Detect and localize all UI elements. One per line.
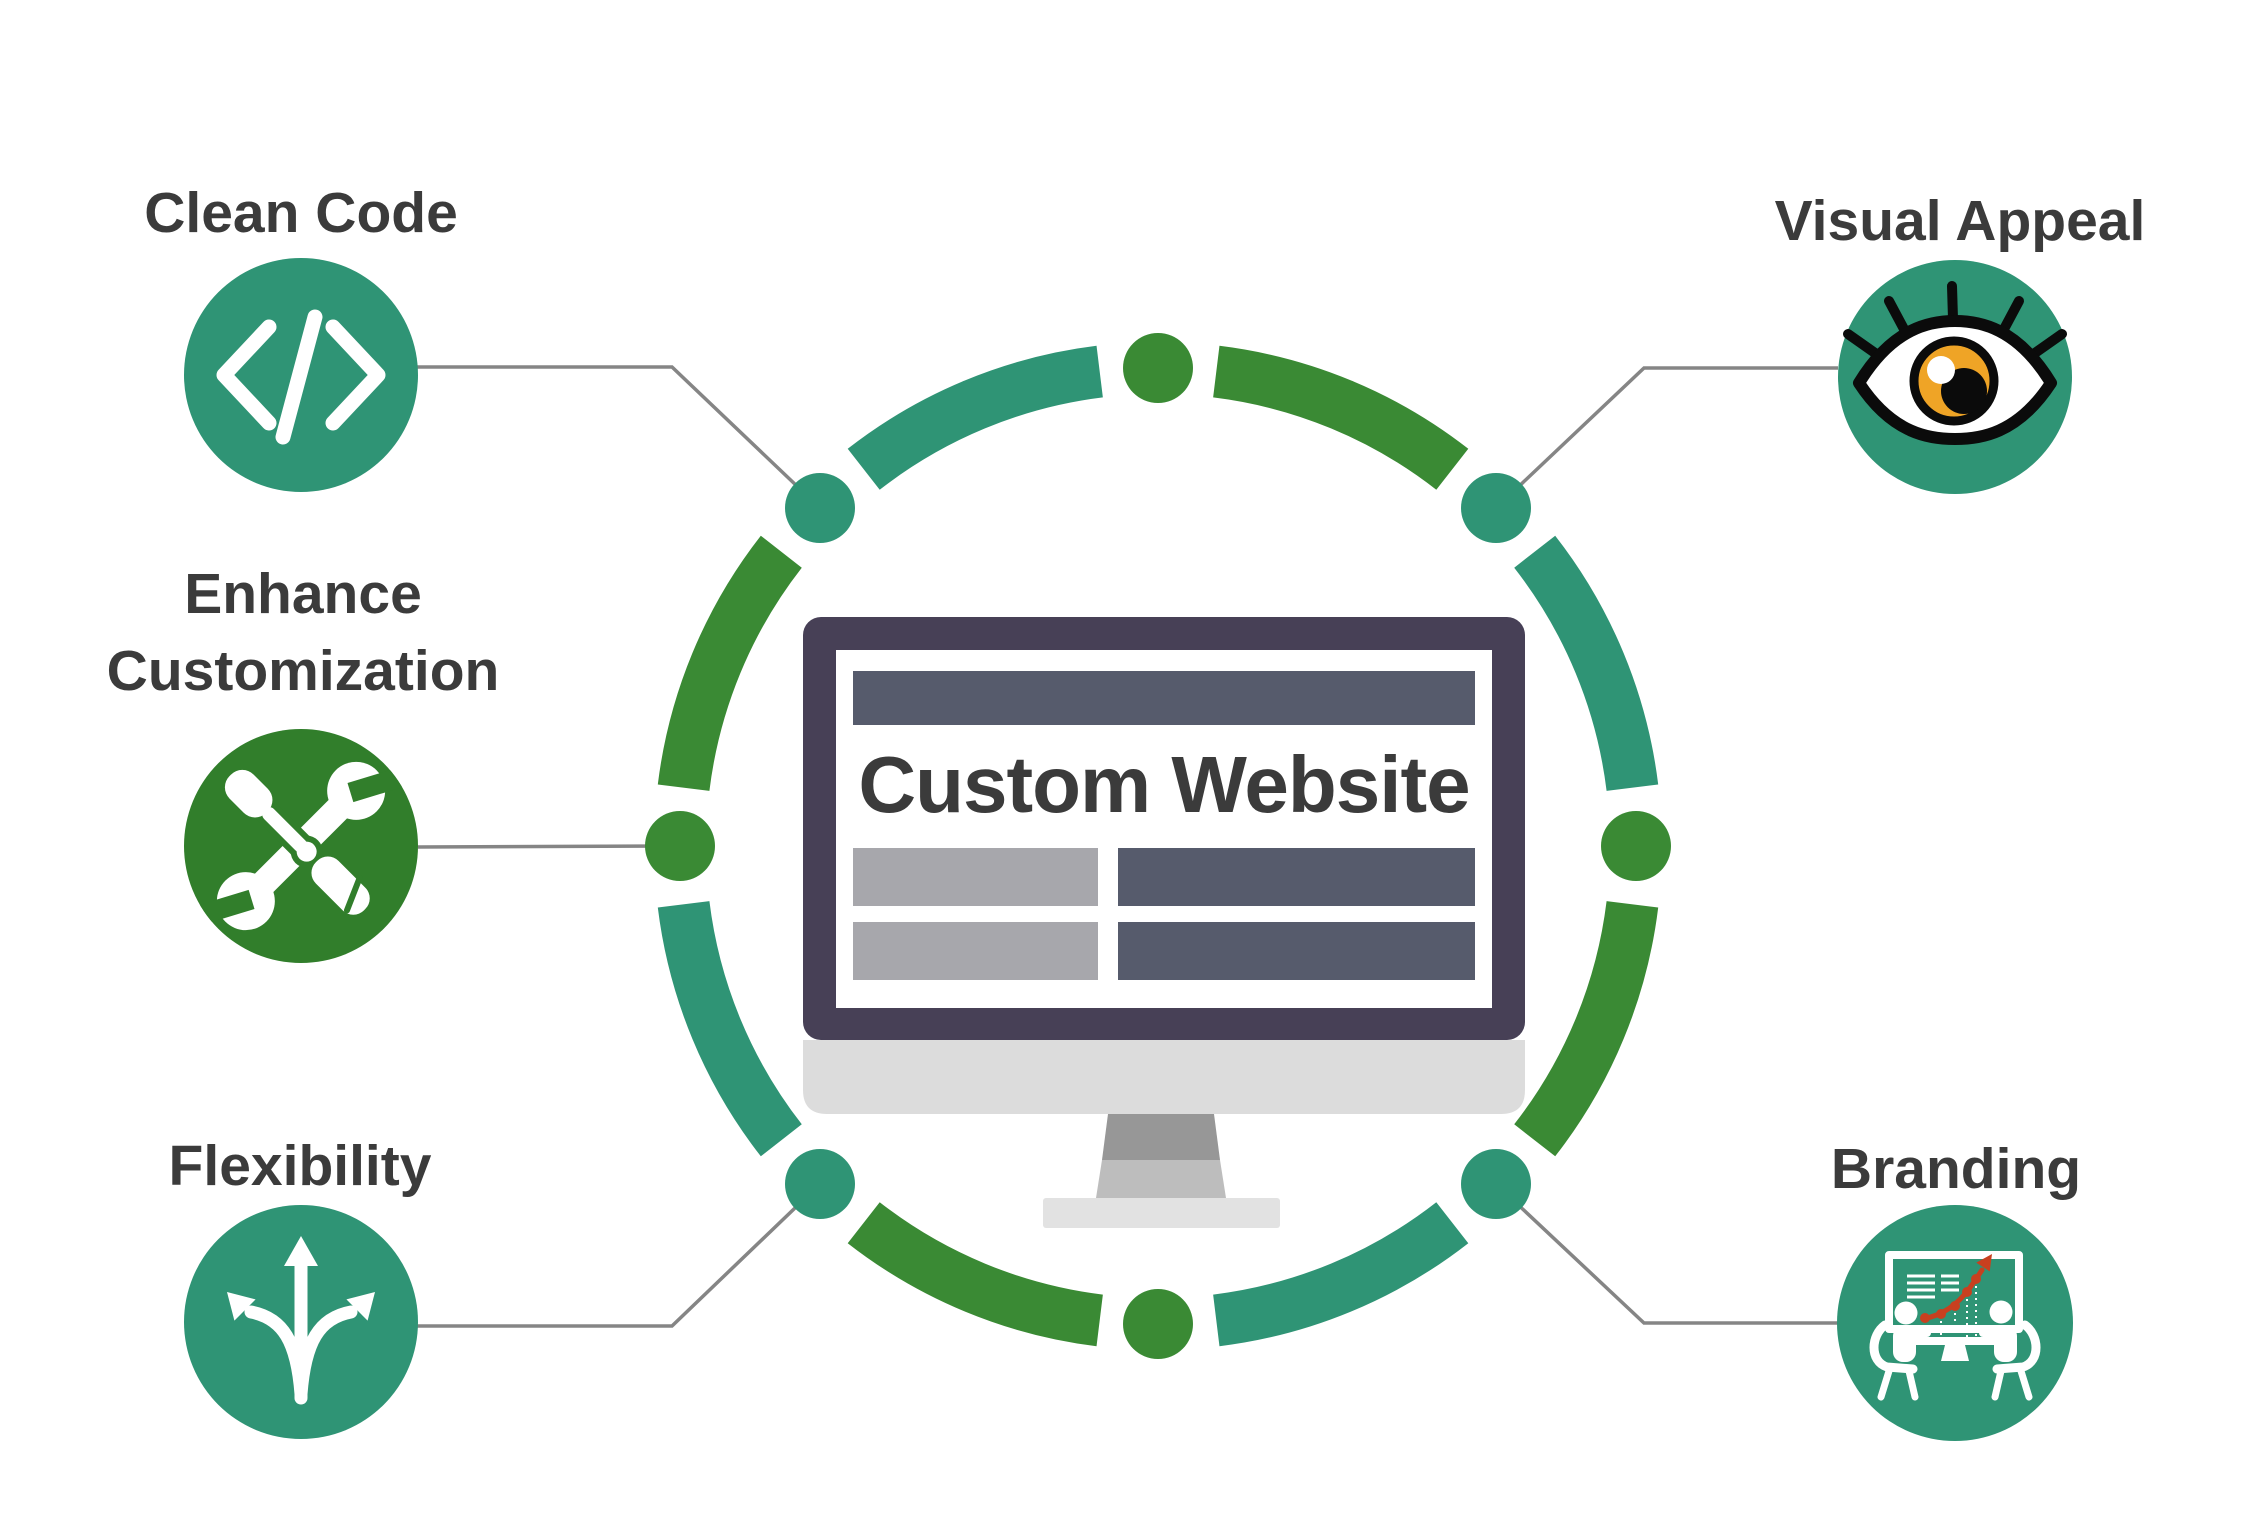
ring-dot bbox=[1601, 811, 1671, 881]
connector-line-branding bbox=[1494, 1182, 1838, 1325]
monitor-header-bar bbox=[853, 671, 1475, 725]
feature-label-visual-appeal: Visual Appeal bbox=[1775, 189, 2146, 253]
feature-flexibility: Flexibility bbox=[169, 1134, 432, 1439]
ring-arc bbox=[1212, 345, 1469, 490]
connector-line-customization bbox=[417, 844, 681, 849]
branching-arrows-icon bbox=[227, 1236, 375, 1405]
ring-dot bbox=[1123, 333, 1193, 403]
feature-clean-code: Clean Code bbox=[144, 181, 458, 492]
ring-dot bbox=[1461, 473, 1531, 543]
monitor-chin bbox=[803, 1040, 1525, 1114]
feature-label-flexibility: Flexibility bbox=[169, 1134, 432, 1198]
ring-arc bbox=[657, 535, 802, 792]
ring-dot bbox=[785, 473, 855, 543]
connector-line-flexibility bbox=[417, 1182, 822, 1328]
connector-line-clean-code bbox=[417, 365, 822, 510]
feature-label-enhance: Enhance bbox=[184, 562, 422, 626]
feature-label-clean-code: Clean Code bbox=[144, 181, 458, 245]
monitor-stand-neck-lower bbox=[1096, 1160, 1226, 1198]
code-brackets-icon bbox=[216, 309, 386, 445]
content-block-right-2 bbox=[1118, 922, 1475, 980]
ring-arc bbox=[1514, 535, 1659, 792]
monitor-stand-neck-upper bbox=[1102, 1114, 1220, 1160]
connector-line-visual-appeal bbox=[1494, 366, 1838, 510]
ring-dot bbox=[645, 811, 715, 881]
feature-visual-appeal: Visual Appeal bbox=[1775, 189, 2146, 494]
content-block-left-2 bbox=[853, 922, 1098, 980]
monitor-title: Custom Website bbox=[858, 740, 1469, 829]
monitor-stand-base bbox=[1043, 1198, 1280, 1228]
feature-branding: Branding bbox=[1831, 1137, 2081, 1441]
feature-label-customization: Customization bbox=[107, 639, 500, 703]
ring-arc bbox=[1514, 900, 1659, 1157]
ring-arc bbox=[657, 900, 802, 1157]
feature-label-branding: Branding bbox=[1831, 1137, 2081, 1201]
branding-icon-circle bbox=[1837, 1205, 2073, 1441]
content-block-right-1 bbox=[1118, 848, 1475, 906]
ring-dot bbox=[785, 1149, 855, 1219]
ring-arc bbox=[847, 345, 1104, 490]
ring-arc bbox=[847, 1202, 1104, 1347]
monitor-illustration: Custom Website bbox=[803, 617, 1525, 1228]
ring-dot bbox=[1461, 1149, 1531, 1219]
ring-dot bbox=[1123, 1289, 1193, 1359]
connector-lines bbox=[417, 365, 1838, 1328]
content-block-left-1 bbox=[853, 848, 1098, 906]
wrench-screwdriver-icon bbox=[198, 761, 404, 931]
feature-enhance-customization: Enhance Customization bbox=[107, 562, 500, 963]
ring-arc bbox=[1212, 1202, 1469, 1347]
presentation-meeting-icon bbox=[1869, 1251, 2041, 1401]
eye-icon bbox=[1843, 281, 2067, 445]
ring-dots bbox=[645, 333, 1671, 1359]
